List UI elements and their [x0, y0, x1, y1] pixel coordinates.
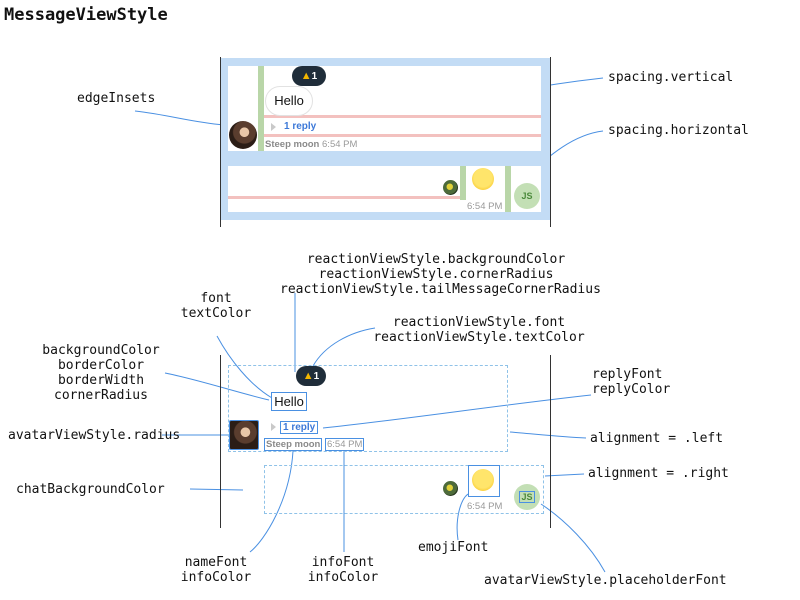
leader-chat-bg	[189, 488, 244, 491]
label-reply: replyFont replyColor	[592, 367, 671, 397]
reaction-badge: ▲1	[292, 66, 326, 86]
leader-edge-insets	[134, 110, 225, 126]
label-spacing-horizontal: spacing.horizontal	[608, 123, 749, 138]
spacing-vertical-line-1b	[264, 134, 541, 137]
placeholder-avatar-bottom: JS	[514, 484, 540, 510]
placeholder-avatar: JS	[514, 183, 540, 209]
right-message-frame	[264, 465, 544, 514]
label-reaction-font: reactionViewStyle.font reactionViewStyle…	[373, 315, 585, 345]
message-time: 6:54 PM	[322, 139, 358, 150]
leader-reaction-font	[312, 327, 376, 367]
reply-link[interactable]: 1 reply	[284, 121, 317, 132]
chat-edge-right-bottom	[550, 355, 551, 528]
spacing-vertical-line-2	[228, 196, 460, 199]
leader-align-right	[544, 473, 585, 477]
spacing-horizontal-bar-1	[258, 66, 264, 151]
sender-name: Steep moon 6:54 PM	[265, 139, 358, 150]
leader-reply	[322, 394, 592, 429]
sender-name-bottom: Steep moon	[264, 438, 323, 451]
diagram-title: MessageViewStyle	[4, 5, 168, 25]
reply-arrow-icon	[271, 423, 276, 431]
label-bubble-style: backgroundColor borderColor borderWidth …	[42, 343, 160, 403]
label-reaction-background: reactionViewStyle.backgroundColor reacti…	[280, 252, 601, 297]
user-avatar	[229, 121, 257, 149]
label-font: font textColor	[180, 291, 252, 321]
wink-emoji-icon	[472, 168, 494, 190]
message-time-2: 6:54 PM	[467, 201, 503, 212]
leader-name	[249, 450, 294, 553]
label-avatar-radius: avatarViewStyle.radius	[8, 428, 181, 443]
label-placeholder-font: avatarViewStyle.placeholderFont	[484, 573, 727, 588]
leader-align-left	[509, 431, 587, 439]
reaction-user-avatar-bottom	[443, 481, 458, 496]
leader-placeholder	[540, 503, 606, 573]
label-spacing-vertical: spacing.vertical	[608, 70, 734, 85]
leader-bubble	[164, 372, 270, 401]
reaction-count-bottom: 1	[313, 371, 320, 382]
wink-emoji-icon	[472, 469, 494, 491]
thumbs-up-icon: ▲	[300, 70, 312, 82]
leader-font	[216, 335, 273, 399]
chat-edge-left-top	[220, 57, 221, 227]
reply-link-bottom[interactable]: 1 reply	[280, 421, 319, 434]
label-chat-background: chatBackgroundColor	[16, 482, 165, 497]
label-alignment-right: alignment = .right	[588, 466, 729, 481]
spacing-horizontal-bar-2a	[460, 166, 466, 200]
thumbs-up-icon: ▲	[302, 370, 314, 382]
emoji-frame	[468, 465, 500, 497]
leader-emoji	[456, 493, 469, 541]
label-alignment-left: alignment = .left	[590, 431, 724, 446]
label-info-font: infoFont infoColor	[307, 555, 379, 585]
spacing-vertical-line-1a	[264, 115, 541, 118]
spacing-horizontal-bar-2b	[505, 166, 511, 212]
reaction-user-avatar	[443, 180, 458, 195]
placeholder-initials: JS	[519, 491, 535, 503]
message-bubble: Hello	[265, 86, 313, 116]
reaction-count: 1	[311, 71, 318, 82]
label-emoji-font: emojiFont	[418, 540, 489, 555]
chat-edge-left-bottom	[220, 355, 221, 528]
message-time-right-bottom: 6:54 PM	[467, 501, 503, 512]
chat-edge-right-top	[550, 57, 551, 227]
label-name-font: nameFont infoColor	[180, 555, 252, 585]
user-avatar-bottom	[229, 420, 259, 450]
reply-arrow-icon	[271, 123, 276, 131]
message-bubble-bottom: Hello	[271, 392, 307, 411]
message-time-bottom: 6:54 PM	[325, 438, 365, 451]
left-message-frame	[228, 365, 508, 452]
label-edge-insets: edgeInsets	[77, 91, 156, 106]
reaction-badge-bottom: ▲1	[296, 366, 326, 386]
